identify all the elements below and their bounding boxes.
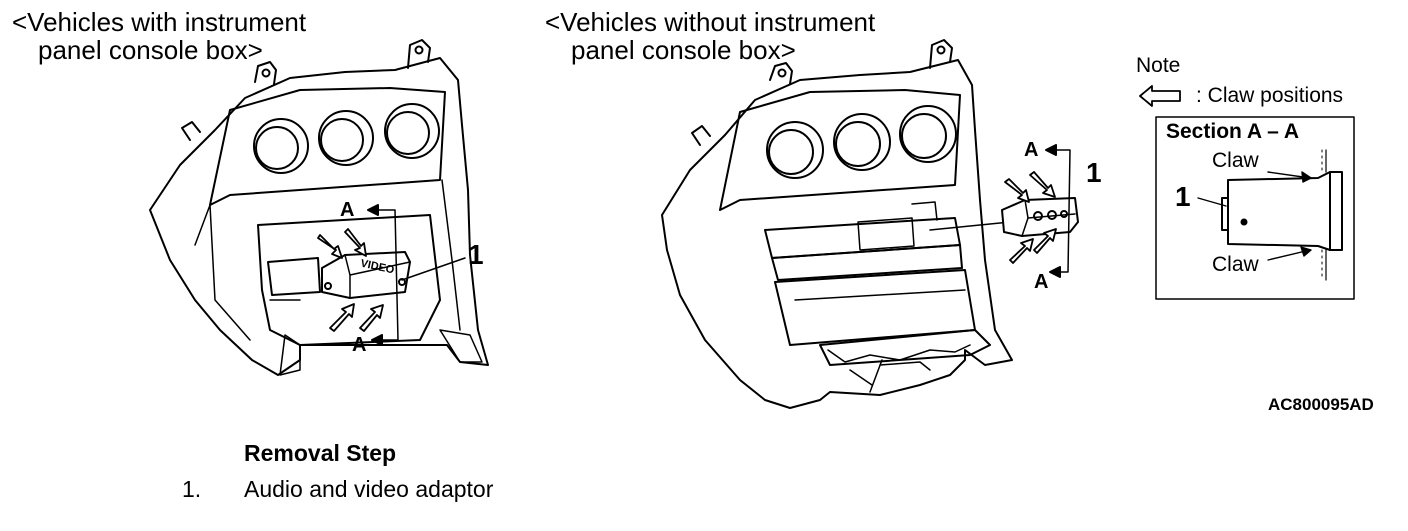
note-legend-text: : Claw positions bbox=[1196, 84, 1344, 107]
left-caption-line2: panel console box> bbox=[38, 35, 263, 65]
right-section-line bbox=[1045, 144, 1071, 278]
claw-legend-arrow-icon bbox=[1139, 85, 1181, 107]
section-part-number: 1 bbox=[1175, 181, 1191, 212]
removal-step-number: 1. bbox=[182, 476, 202, 502]
right-caption-line1: <Vehicles without instrument bbox=[545, 7, 876, 37]
left-av-adaptor bbox=[321, 251, 411, 299]
left-air-vents bbox=[253, 103, 440, 174]
section-detail-frame bbox=[1155, 116, 1355, 300]
removal-step-text: Audio and video adaptor bbox=[244, 476, 494, 502]
left-section-mark-bottom: A bbox=[352, 334, 367, 356]
right-console-panel bbox=[661, 39, 1013, 409]
left-callout-number: 1 bbox=[468, 239, 484, 270]
right-av-adaptor bbox=[1001, 197, 1079, 237]
section-detail-part bbox=[1221, 149, 1343, 281]
right-section-mark-bottom: A bbox=[1034, 271, 1049, 293]
section-claw-top-label: Claw bbox=[1212, 149, 1259, 172]
right-air-vents bbox=[766, 105, 957, 179]
right-leader-line bbox=[929, 221, 1011, 231]
right-callout-number: 1 bbox=[1086, 157, 1102, 188]
figure-code: AC800095AD bbox=[1268, 395, 1374, 414]
section-claw-bottom-label: Claw bbox=[1212, 253, 1259, 276]
removal-step-title: Removal Step bbox=[244, 440, 397, 466]
note-title: Note bbox=[1136, 54, 1181, 77]
left-caption-line1: <Vehicles with instrument bbox=[12, 7, 307, 37]
right-section-mark-top: A bbox=[1024, 139, 1039, 161]
left-claw-arrows bbox=[317, 228, 384, 332]
left-leader-line bbox=[401, 257, 466, 281]
section-detail-title: Section A – A bbox=[1166, 120, 1300, 143]
right-claw-arrows bbox=[1004, 171, 1057, 264]
left-section-line bbox=[367, 204, 399, 346]
left-console-panel bbox=[149, 39, 489, 376]
left-section-mark-top: A bbox=[340, 199, 355, 221]
right-caption-line2: panel console box> bbox=[571, 35, 796, 65]
section-detail-leaders bbox=[1197, 171, 1312, 261]
